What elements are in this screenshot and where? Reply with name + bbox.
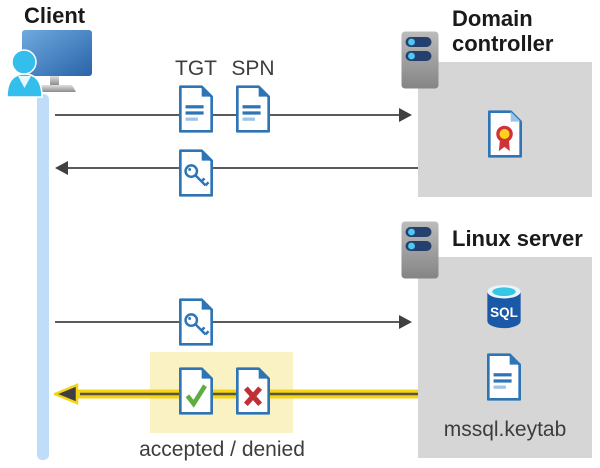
tgt-label: TGT	[175, 57, 217, 80]
arrow-client-to-dc	[55, 114, 400, 116]
monitor-user-icon	[6, 30, 92, 98]
client-label: Client	[24, 3, 86, 28]
domain-controller-label: Domain controller	[452, 6, 554, 56]
key-file-icon	[178, 149, 214, 197]
key-file-icon	[178, 298, 214, 346]
server-icon	[401, 221, 439, 279]
arrowhead-left-highlighted-icon	[54, 383, 79, 405]
accepted-denied-label: accepted / denied	[139, 438, 305, 461]
file-x-icon	[235, 367, 271, 415]
document-icon-keytab	[486, 353, 522, 401]
arrowhead-left-icon	[55, 161, 68, 175]
certificate-file-icon	[487, 110, 523, 158]
file-check-icon	[178, 367, 214, 415]
spn-label: SPN	[231, 57, 275, 80]
arrow-dc-to-client	[66, 167, 418, 169]
arrowhead-right-icon	[399, 315, 412, 329]
document-icon-spn	[235, 85, 271, 133]
client-timeline-bar	[37, 94, 49, 460]
keytab-label: mssql.keytab	[443, 418, 567, 441]
document-icon-tgt	[178, 85, 214, 133]
sql-database-icon: SQL	[487, 284, 521, 329]
arrow-client-to-linux	[55, 321, 400, 323]
server-icon	[401, 31, 439, 89]
linux-server-label: Linux server	[452, 226, 583, 251]
arrowhead-right-icon	[399, 108, 412, 122]
sql-label: SQL	[490, 305, 518, 320]
